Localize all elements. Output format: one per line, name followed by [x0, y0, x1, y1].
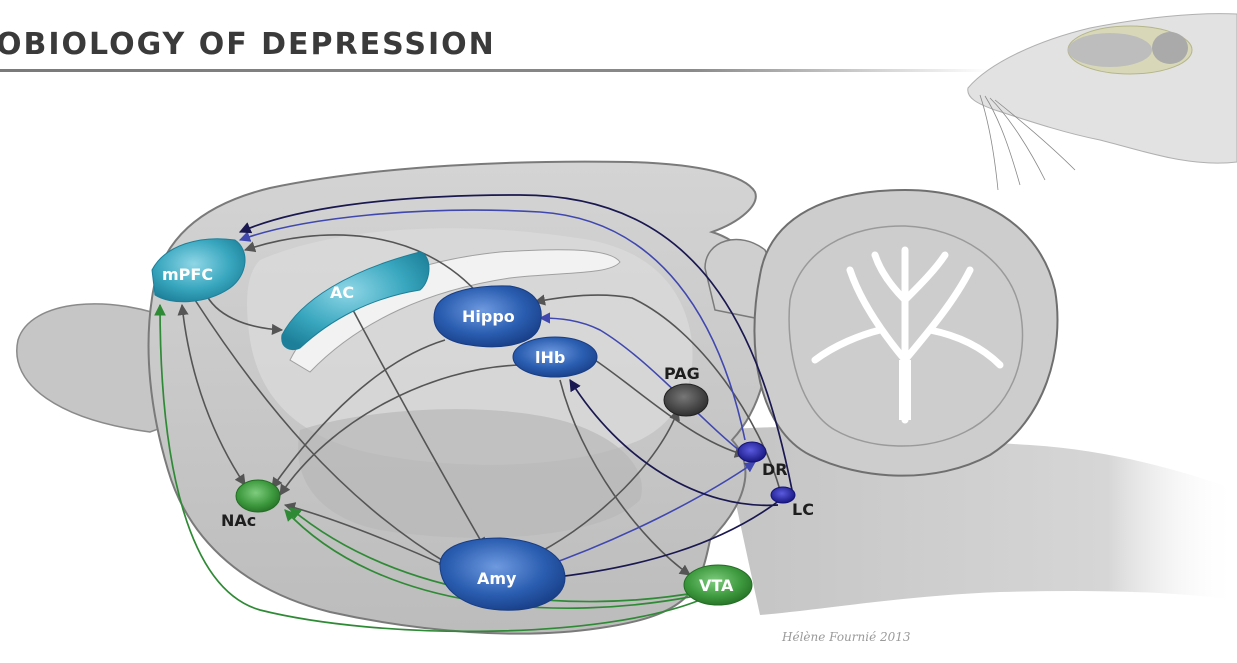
- label-mpfc: mPFC: [162, 265, 213, 284]
- cerebellum: [754, 190, 1057, 476]
- region-vta: VTA: [684, 565, 752, 605]
- region-lhb: lHb: [513, 337, 597, 377]
- label-ac: AC: [330, 283, 354, 302]
- label-amy: Amy: [477, 569, 517, 588]
- label-lc: LC: [792, 500, 814, 519]
- region-hippo: Hippo: [434, 286, 541, 347]
- label-vta: VTA: [699, 576, 734, 595]
- brain-sagittal-section: [17, 162, 1237, 634]
- label-pag: PAG: [664, 364, 700, 383]
- label-hippo: Hippo: [462, 307, 515, 326]
- label-nac: NAc: [221, 511, 256, 530]
- rat-head-inset: [968, 14, 1237, 190]
- artist-signature: Hélène Fournié 2013: [781, 630, 911, 644]
- label-dr: DR: [762, 460, 788, 479]
- label-lhb: lHb: [535, 348, 565, 367]
